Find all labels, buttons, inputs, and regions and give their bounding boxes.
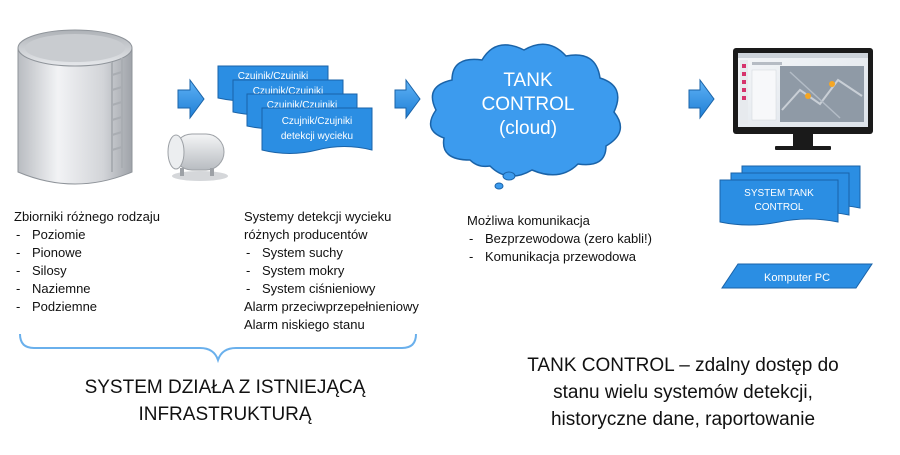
cloud-icon: TANK CONTROL (cloud) bbox=[429, 43, 622, 190]
detection-list: System suchy System mokry System ciśnien… bbox=[244, 244, 459, 298]
infrastructure-caption: SYSTEM DZIAŁA Z ISTNIEJĄCĄ INFRASTRUKTUR… bbox=[30, 374, 420, 428]
horizontal-tank-icon bbox=[167, 133, 228, 181]
infrastructure-caption-line2: INFRASTRUKTURĄ bbox=[138, 404, 312, 425]
arrow-icon-1 bbox=[177, 78, 205, 120]
tanks-heading: Zbiorniki różnego rodzaju bbox=[14, 209, 160, 224]
arrow-icon-2 bbox=[394, 78, 421, 120]
computer-pc-shape: Komputer PC bbox=[721, 263, 873, 289]
svg-text:detekcji wycieku: detekcji wycieku bbox=[281, 131, 353, 142]
system-document-stack: SYSTEM TANK CONTROL bbox=[719, 165, 861, 226]
svg-text:Komputer PC: Komputer PC bbox=[764, 272, 830, 284]
svg-text:CONTROL: CONTROL bbox=[482, 94, 575, 115]
sensor-card-front: Czujnik/Czujniki detekcji wycieku bbox=[261, 107, 373, 154]
tank-control-caption-line1: TANK CONTROL – zdalny dostęp do bbox=[527, 355, 839, 376]
list-item: Bezprzewodowa (zero kabli!) bbox=[467, 230, 682, 248]
detection-description: Systemy detekcji wycieku różnych produce… bbox=[244, 208, 459, 334]
list-item: System suchy bbox=[244, 244, 459, 262]
detection-heading-line2: różnych producentów bbox=[244, 227, 368, 242]
sensor-card-stack: Czujnik/Czujniki Czujnik/Czujniki Czujni… bbox=[217, 65, 373, 154]
arrow-icon-3 bbox=[688, 78, 715, 120]
detection-heading-line1: Systemy detekcji wycieku bbox=[244, 209, 392, 224]
svg-text:Czujnik/Czujniki: Czujnik/Czujniki bbox=[282, 116, 353, 127]
detection-extra-line1: Alarm przeciwprzepełnieniowy bbox=[244, 299, 419, 314]
vertical-tank-icon bbox=[17, 29, 133, 185]
svg-text:(cloud): (cloud) bbox=[499, 118, 557, 139]
list-item: Poziomie bbox=[14, 226, 214, 244]
tanks-list: Poziomie Pionowe Silosy Naziemne Podziem… bbox=[14, 226, 214, 316]
infrastructure-caption-line1: SYSTEM DZIAŁA Z ISTNIEJĄCĄ bbox=[84, 377, 366, 398]
communication-heading: Możliwa komunikacja bbox=[467, 213, 590, 228]
list-item: Podziemne bbox=[14, 298, 214, 316]
svg-text:Czujnik/Czujniki: Czujnik/Czujniki bbox=[267, 100, 338, 111]
monitor-icon bbox=[733, 48, 873, 150]
list-item: Silosy bbox=[14, 262, 214, 280]
svg-text:TANK: TANK bbox=[503, 70, 553, 91]
svg-text:Czujnik/Czujniki: Czujnik/Czujniki bbox=[238, 71, 309, 82]
tank-control-caption: TANK CONTROL – zdalny dostęp do stanu wi… bbox=[478, 352, 888, 433]
list-item: Pionowe bbox=[14, 244, 214, 262]
communication-description: Możliwa komunikacja Bezprzewodowa (zero … bbox=[467, 212, 682, 266]
tank-control-caption-line2: stanu wielu systemów detekcji, bbox=[553, 382, 813, 403]
svg-text:CONTROL: CONTROL bbox=[755, 202, 804, 213]
list-item: Komunikacja przewodowa bbox=[467, 248, 682, 266]
curly-brace bbox=[19, 333, 417, 364]
tanks-description: Zbiorniki różnego rodzaju Poziomie Piono… bbox=[14, 208, 214, 316]
detection-extra-line2: Alarm niskiego stanu bbox=[244, 317, 365, 332]
svg-text:Czujnik/Czujniki: Czujnik/Czujniki bbox=[253, 86, 324, 97]
list-item: Naziemne bbox=[14, 280, 214, 298]
svg-text:SYSTEM TANK: SYSTEM TANK bbox=[744, 188, 814, 199]
list-item: System mokry bbox=[244, 262, 459, 280]
communication-list: Bezprzewodowa (zero kabli!) Komunikacja … bbox=[467, 230, 682, 266]
system-document-front: SYSTEM TANK CONTROL bbox=[719, 179, 839, 226]
list-item: System ciśnieniowy bbox=[244, 280, 459, 298]
tank-control-caption-line3: historyczne dane, raportowanie bbox=[550, 409, 816, 430]
